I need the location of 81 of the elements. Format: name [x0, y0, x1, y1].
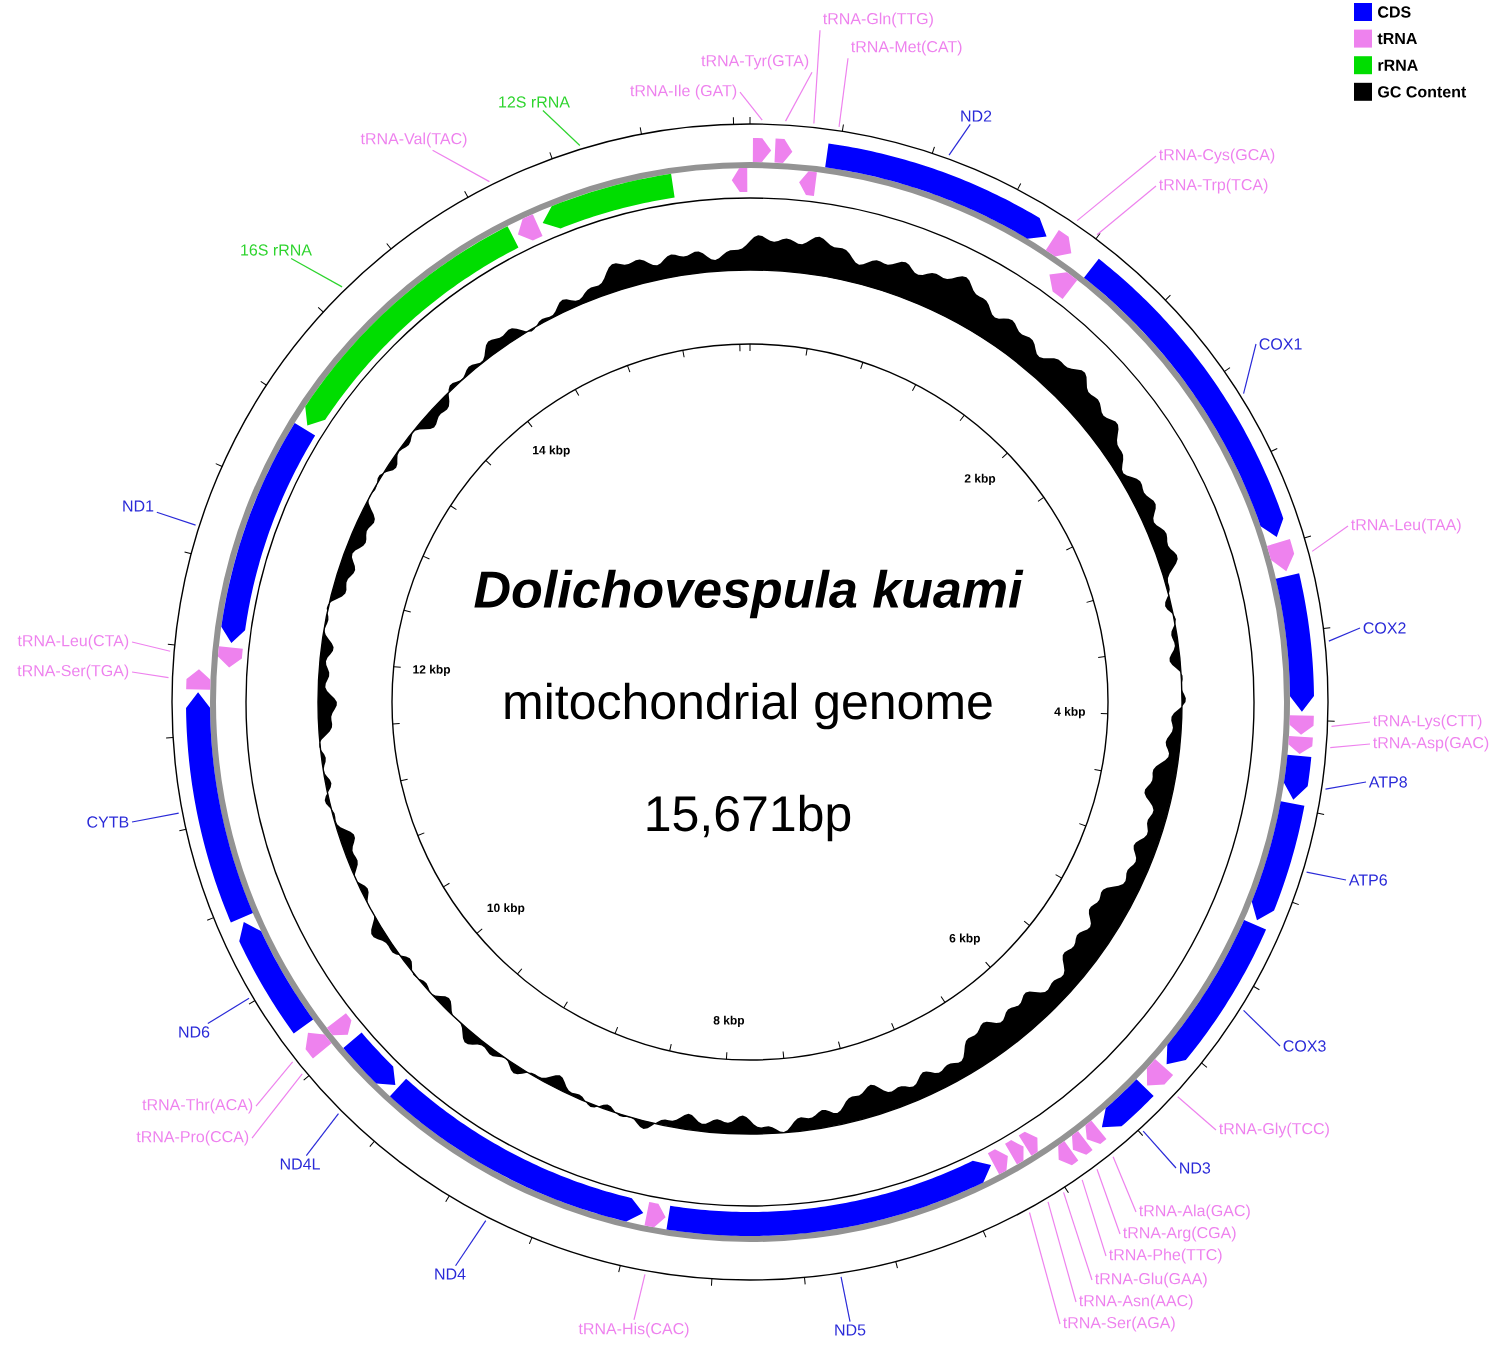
- leader-line: [1242, 343, 1257, 395]
- leader-line: [1324, 781, 1367, 790]
- gene-label: tRNA-Cys(GCA): [1159, 148, 1275, 164]
- leader-line: [1096, 185, 1157, 236]
- leader-line: [1028, 1211, 1061, 1325]
- gene-label: tRNA-Leu(CTA): [17, 634, 129, 650]
- gene-label: tRNA-Tyr(GTA): [701, 54, 809, 70]
- gene-label: tRNA-Asp(GAC): [1373, 736, 1489, 752]
- leader-line: [1076, 155, 1157, 222]
- gene-label: ND5: [835, 1324, 866, 1336]
- leader-line: [1311, 525, 1349, 552]
- leader-line: [838, 57, 849, 128]
- gene-label: tRNA-Arg(CGA): [1123, 1226, 1236, 1242]
- leader-line: [542, 109, 581, 147]
- gene-label: 16S rRNA: [241, 244, 312, 256]
- gene-label: tRNA-His(CAC): [578, 1322, 689, 1338]
- leader-line: [739, 91, 763, 121]
- gene-label: tRNA-Pro(CCA): [136, 1130, 249, 1146]
- legend-label: rRNA: [1378, 59, 1418, 71]
- genome-subtitle: mitochondrial genome: [505, 682, 992, 730]
- gene-label: tRNA-Ser(AGA): [1063, 1316, 1175, 1332]
- gene-label: ND2: [961, 110, 992, 122]
- gene-label: tRNA-Leu(TAA): [1351, 518, 1461, 534]
- leader-line: [784, 71, 813, 122]
- legend-label: tRNA: [1377, 33, 1417, 45]
- leader-line: [131, 671, 170, 679]
- leader-line: [1330, 721, 1371, 727]
- gene-label: COX3: [1283, 1040, 1326, 1052]
- gene-label: ATP6: [1348, 874, 1387, 886]
- leader-line: [813, 29, 821, 125]
- gene-label: tRNA-Asn(AAC): [1079, 1294, 1193, 1310]
- gene-label: tRNA-Phe(TTC): [1109, 1248, 1222, 1264]
- leader-line: [1329, 743, 1371, 749]
- leader-line: [1142, 1130, 1177, 1169]
- leader-line: [305, 1112, 340, 1157]
- leader-line: [1096, 1168, 1121, 1235]
- leader-line: [1328, 627, 1361, 642]
- leader-line: [840, 1276, 851, 1323]
- gene-label: COX2: [1363, 622, 1406, 634]
- leader-line: [1047, 1201, 1077, 1303]
- leader-line: [290, 257, 343, 288]
- gene-label: tRNA-Ile (GAT): [630, 84, 737, 100]
- leader-line: [454, 1220, 487, 1267]
- leader-line: [1177, 1096, 1217, 1131]
- gene-label: ND3: [1180, 1162, 1211, 1174]
- gene-label: tRNA-Lys(CTT): [1373, 714, 1482, 730]
- leader-line: [1112, 1156, 1137, 1213]
- leader-line: [207, 997, 250, 1025]
- leader-line: [251, 1073, 303, 1139]
- gene-label: tRNA-Thr(ACA): [142, 1098, 253, 1114]
- gene-label: tRNA-Trp(TCA): [1159, 178, 1268, 194]
- leader-line: [1062, 1191, 1093, 1281]
- gene-label: tRNA-Gly(TCC): [1219, 1122, 1329, 1138]
- legend-label: CDS: [1378, 6, 1411, 18]
- gene-label: tRNA-Val(TAC): [360, 132, 467, 148]
- gene-label: tRNA-Glu(GAA): [1095, 1272, 1207, 1288]
- leader-line: [131, 812, 180, 823]
- leader-line: [131, 641, 171, 652]
- leader-line: [156, 511, 197, 526]
- gene-label: tRNA-Ser(TGA): [17, 664, 129, 680]
- gene-label: ND1: [123, 500, 154, 512]
- leader-line: [1081, 1179, 1107, 1257]
- gene-label: ND6: [179, 1026, 210, 1038]
- gene-label: ND4L: [280, 1158, 320, 1170]
- legend-label: GC Content: [1378, 86, 1467, 98]
- gene-label: COX1: [1259, 338, 1302, 350]
- leader-line: [1242, 1009, 1281, 1047]
- gene-label: ATP8: [1368, 776, 1407, 788]
- leader-line: [431, 149, 490, 183]
- leader-line: [633, 1273, 646, 1321]
- gene-label: 12S rRNA: [499, 96, 570, 108]
- gene-label: tRNA-Met(CAT): [851, 40, 962, 56]
- gene-label: ND4: [435, 1268, 466, 1280]
- leader-line: [255, 1061, 294, 1107]
- species-name: Dolichovespula kuami: [474, 569, 1024, 619]
- gene-label: CYTB: [87, 816, 129, 828]
- gene-label: tRNA-Gln(TTG): [823, 12, 933, 28]
- gene-label: tRNA-Ala(GAC): [1139, 1204, 1250, 1220]
- leader-line: [948, 123, 971, 156]
- leader-line: [1305, 871, 1347, 881]
- genome-length: 15,671bp: [647, 794, 851, 842]
